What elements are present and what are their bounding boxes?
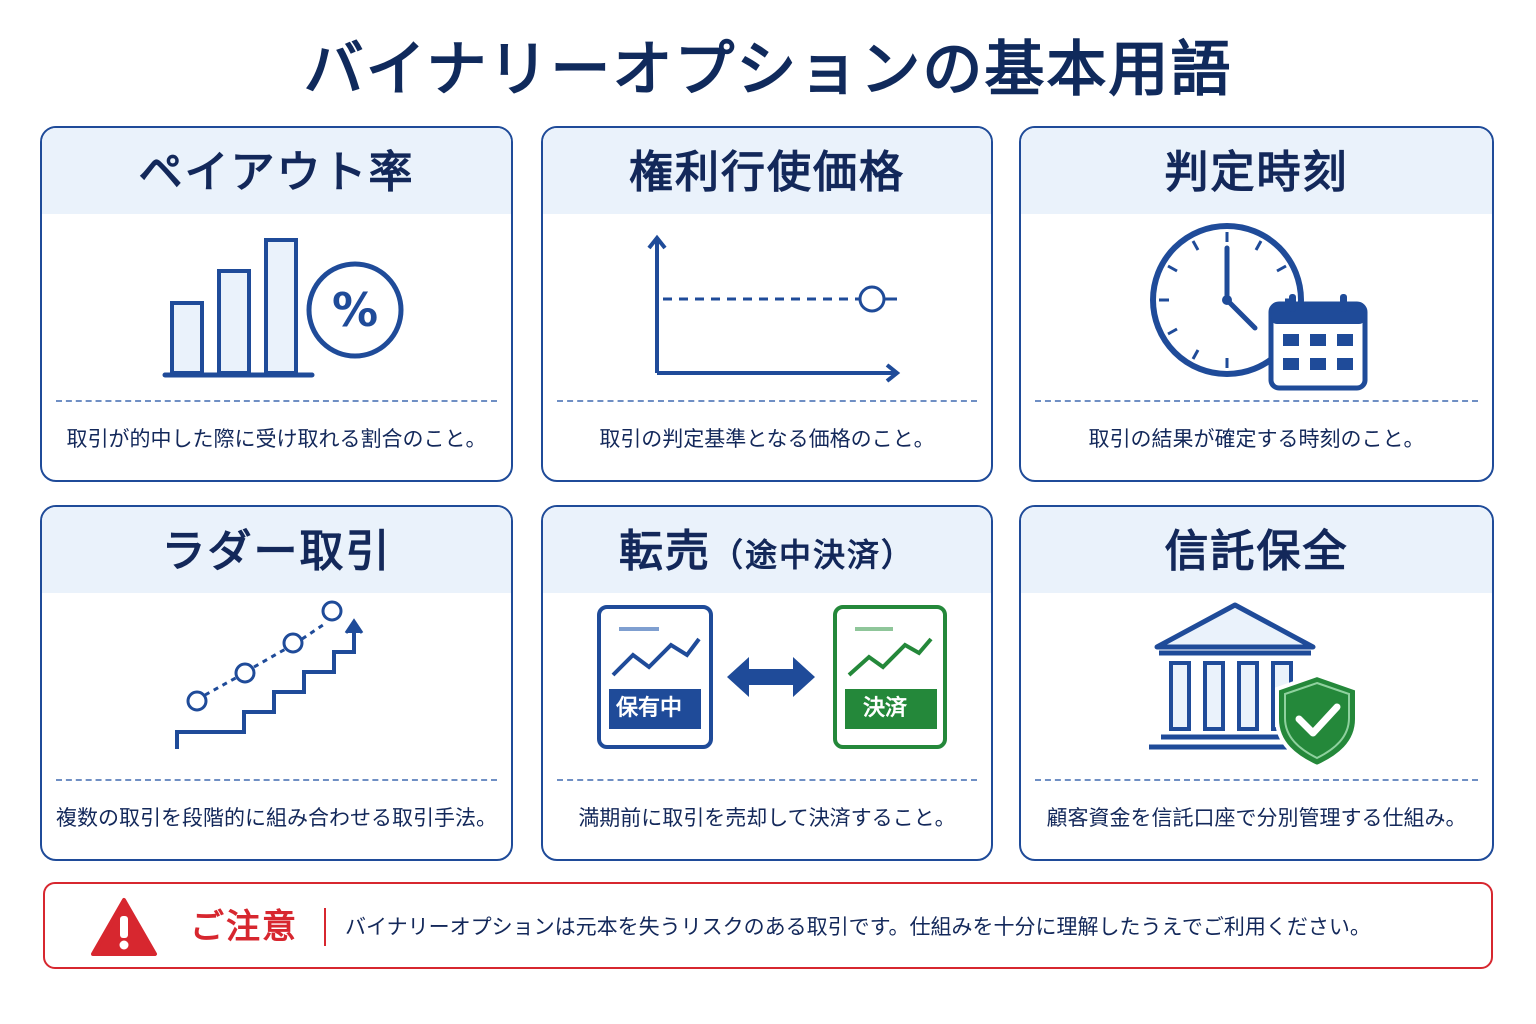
dashed-divider [557, 779, 977, 781]
card-strike-price: 権利行使価格 取引の判定基準となる価格のこと。 [541, 126, 993, 482]
dashed-divider [1035, 779, 1478, 781]
svg-text:%: % [331, 283, 377, 337]
settled-badge: 決済 [862, 696, 907, 721]
warning-triangle-icon [91, 898, 157, 956]
dashed-divider [56, 400, 497, 402]
card-title-sub: （途中決済） [710, 536, 915, 574]
card-ladder-trading: ラダー取引 複数の取引を段階的に組み合わせる取引手法。 [40, 505, 513, 861]
page-title: バイナリーオプションの基本用語 [303, 35, 1233, 105]
card-title: 判定時刻 [1164, 147, 1349, 198]
card-header [1021, 128, 1492, 214]
card-description: 複数の取引を段階的に組み合わせる取引手法。 [56, 806, 497, 830]
card-payout-rate: ペイアウト率 % 取引が的中した際に受け取れる割合のこと。 [40, 126, 513, 482]
notice-banner: ご注意 バイナリーオプションは元本を失うリスクのある取引です。仕組みを十分に理解… [43, 882, 1493, 969]
card-description: 顧客資金を信託口座で分別管理する仕組み。 [1046, 806, 1467, 830]
strike-price-line-icon [647, 234, 901, 383]
bank-shield-icon [1148, 602, 1359, 770]
holding-badge: 保有中 [615, 696, 682, 721]
resale-exchange-icon [597, 605, 947, 749]
card-resale: 転売（途中決済） 保有中 決済 満期前に取引を売却して決済すること。 [541, 505, 993, 861]
card-judgment-time: 判定時刻 [1019, 126, 1494, 482]
card-header [42, 507, 511, 593]
card-header [42, 128, 511, 214]
dashed-divider [1035, 400, 1478, 402]
card-header [543, 507, 991, 593]
card-title: ペイアウト率 [138, 147, 415, 198]
notice-separator [324, 908, 326, 946]
card-header [543, 128, 991, 214]
card-description: 取引の判定基準となる価格のこと。 [599, 427, 935, 451]
card-header [1021, 507, 1492, 593]
dashed-divider [557, 400, 977, 402]
card-description: 取引の結果が確定する時刻のこと。 [1088, 427, 1425, 451]
bar-chart-percent-icon: % [162, 238, 403, 378]
notice-label: ご注意 [190, 907, 298, 947]
dashed-divider [56, 779, 497, 781]
card-trust-protection: 信託保全 顧客資金を信託口座で分別管理する仕組み。 [1019, 505, 1494, 861]
card-title: ラダー取引 [161, 526, 392, 577]
card-description: 満期前に取引を売却して決済すること。 [578, 806, 956, 830]
card-title: 転売（途中決済） [543, 517, 991, 587]
card-title-main: 転売 [618, 526, 711, 577]
ladder-steps-icon [174, 600, 363, 749]
card-title: 権利行使価格 [629, 147, 905, 198]
card-title: 信託保全 [1164, 526, 1349, 577]
clock-calendar-icon [1149, 223, 1367, 391]
card-description: 取引が的中した際に受け取れる割合のこと。 [66, 427, 487, 451]
notice-text: バイナリーオプションは元本を失うリスクのある取引です。仕組みを十分に理解したうえ… [345, 915, 1371, 939]
